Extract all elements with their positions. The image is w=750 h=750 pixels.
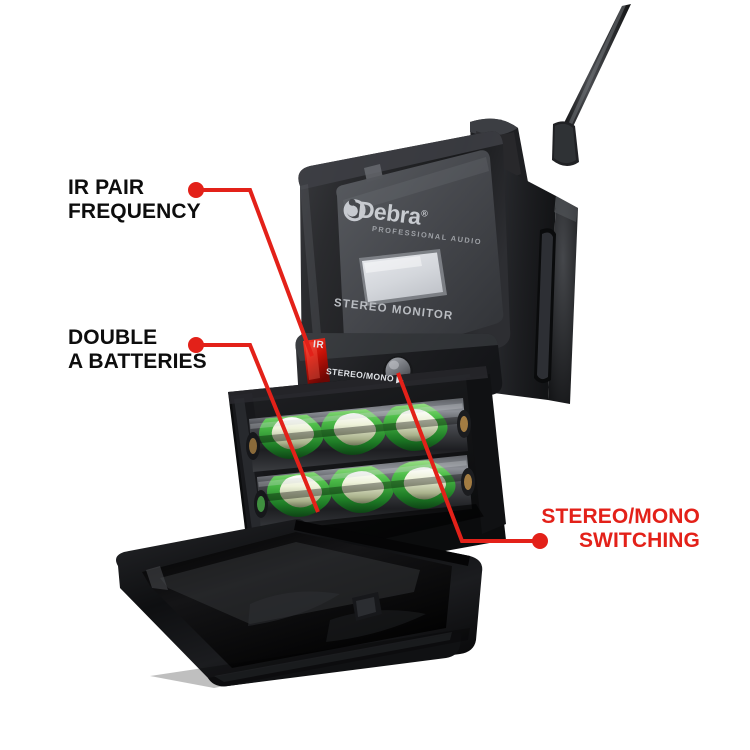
callout-label-stereo-mono-switching: STEREO/MONO SWITCHING <box>541 505 700 552</box>
brand-logo-mark <box>343 198 366 222</box>
callout-label-double-a-batteries: DOUBLE A BATTERIES <box>68 326 207 373</box>
antenna <box>552 4 631 167</box>
lcd-display <box>359 249 447 306</box>
belt-clip <box>534 196 578 404</box>
battery-door[interactable] <box>116 519 483 687</box>
callout-label-ir-pair-frequency: IR PAIR FREQUENCY <box>68 176 201 223</box>
